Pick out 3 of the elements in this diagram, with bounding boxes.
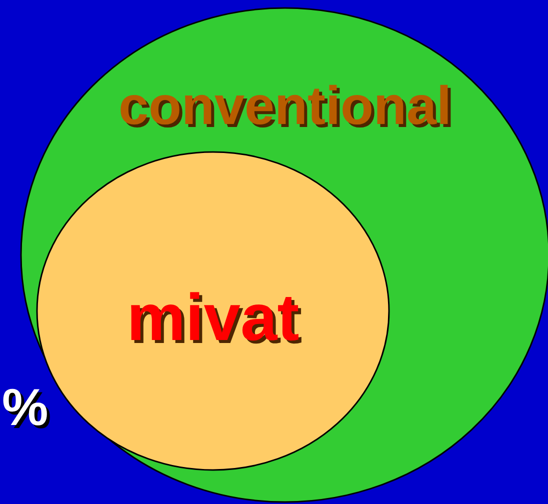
- set-label: conventional: [118, 76, 452, 136]
- set-label: mivat: [126, 280, 300, 354]
- percent-label: %: [2, 378, 48, 438]
